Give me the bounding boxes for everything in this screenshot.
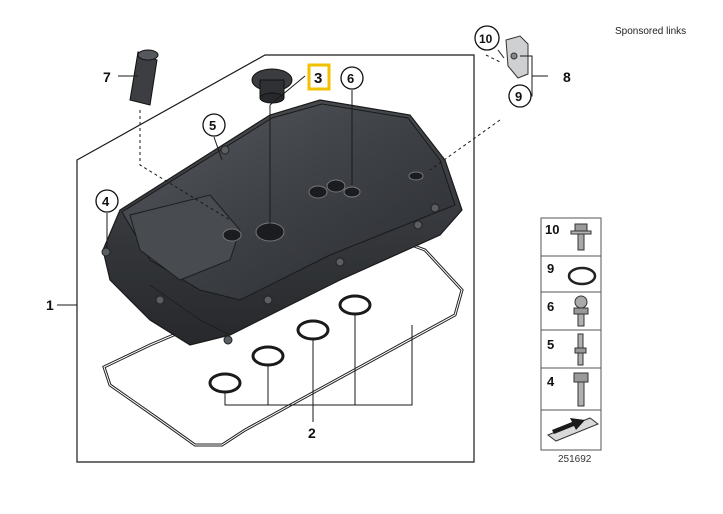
callout-1: 1 bbox=[46, 297, 54, 313]
callout-7: 7 bbox=[103, 69, 111, 85]
callout-3-highlight bbox=[307, 63, 331, 91]
arrow-plate-icon bbox=[546, 417, 600, 442]
bolt-with-washer-icon bbox=[570, 223, 592, 251]
leader-lines bbox=[57, 49, 548, 422]
callout-2: 2 bbox=[308, 425, 316, 441]
vent-hose bbox=[129, 49, 159, 106]
callout-9: 9 bbox=[515, 89, 522, 104]
legend-label-5: 5 bbox=[547, 337, 554, 352]
callout-4-circle bbox=[95, 189, 119, 213]
legend-label-9: 9 bbox=[547, 261, 554, 276]
callout-5-circle bbox=[202, 113, 226, 137]
stud-bolt-icon bbox=[574, 333, 587, 366]
oil-filler-cap bbox=[251, 68, 293, 104]
callout-4: 4 bbox=[102, 194, 110, 209]
diagram-id: 251692 bbox=[558, 454, 592, 465]
ball-stud-icon bbox=[573, 295, 589, 327]
legend-label-10: 10 bbox=[545, 222, 559, 237]
callout-9-circle bbox=[508, 84, 532, 108]
o-ring-icon bbox=[567, 266, 597, 286]
callout-10: 10 bbox=[479, 32, 493, 46]
callout-8: 8 bbox=[563, 69, 571, 85]
bracket-assembly bbox=[505, 35, 529, 79]
callout-10-circle bbox=[474, 25, 500, 51]
callout-3[interactable]: 3 bbox=[314, 70, 322, 87]
callout-6: 6 bbox=[347, 71, 354, 86]
hex-bolt-icon bbox=[573, 372, 589, 407]
hardware-legend: 10 9 6 5 4 bbox=[540, 217, 602, 451]
callout-6-circle bbox=[340, 66, 364, 90]
cylinder-head-cover bbox=[101, 99, 463, 346]
legend-label-6: 6 bbox=[547, 299, 554, 314]
callout-5: 5 bbox=[209, 118, 216, 133]
sponsored-links[interactable]: Sponsored links bbox=[615, 26, 687, 37]
group-frame bbox=[76, 54, 475, 463]
legend-label-4: 4 bbox=[547, 374, 555, 389]
